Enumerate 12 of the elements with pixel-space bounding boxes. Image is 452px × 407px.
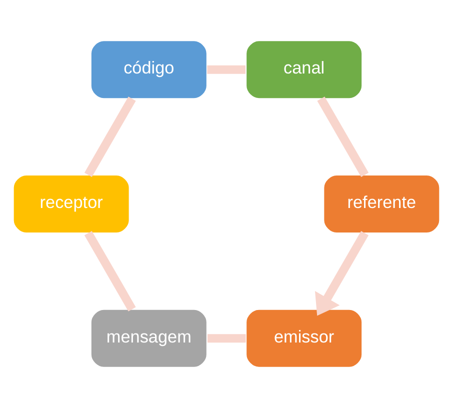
node-box: emissor <box>245 308 362 368</box>
node-box: código <box>90 40 207 99</box>
arrow <box>314 230 368 316</box>
connector <box>84 96 136 176</box>
node-box: canal <box>245 40 362 99</box>
connector <box>206 334 246 342</box>
connector <box>206 64 246 74</box>
node-box: referente <box>322 174 440 234</box>
connector <box>84 230 136 311</box>
node-box: mensagem <box>90 308 207 368</box>
connector <box>316 96 368 177</box>
node-box: receptor <box>12 174 130 234</box>
